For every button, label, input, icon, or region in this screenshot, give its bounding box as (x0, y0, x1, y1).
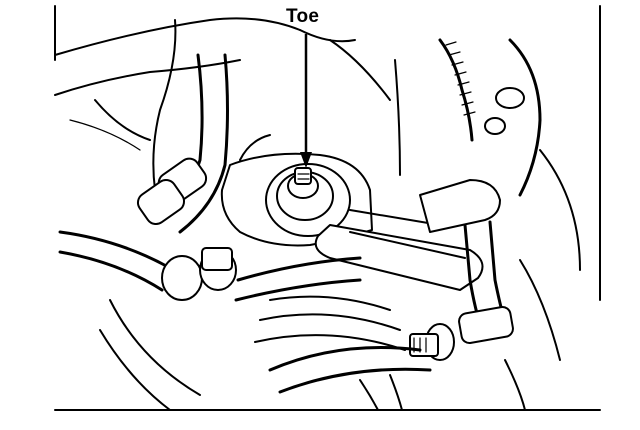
body-panel (54, 17, 391, 191)
fluid-line (58, 230, 362, 302)
right-strut (394, 38, 581, 411)
lower-control-arm (314, 209, 484, 291)
toe-adjust-bolt (265, 163, 351, 237)
toe-callout-label: Toe (286, 6, 320, 27)
tie-rod (409, 179, 514, 361)
coil-area (99, 295, 432, 411)
callout-arrow (300, 34, 312, 168)
brake-hose (136, 53, 229, 234)
frame-lines (54, 5, 601, 411)
